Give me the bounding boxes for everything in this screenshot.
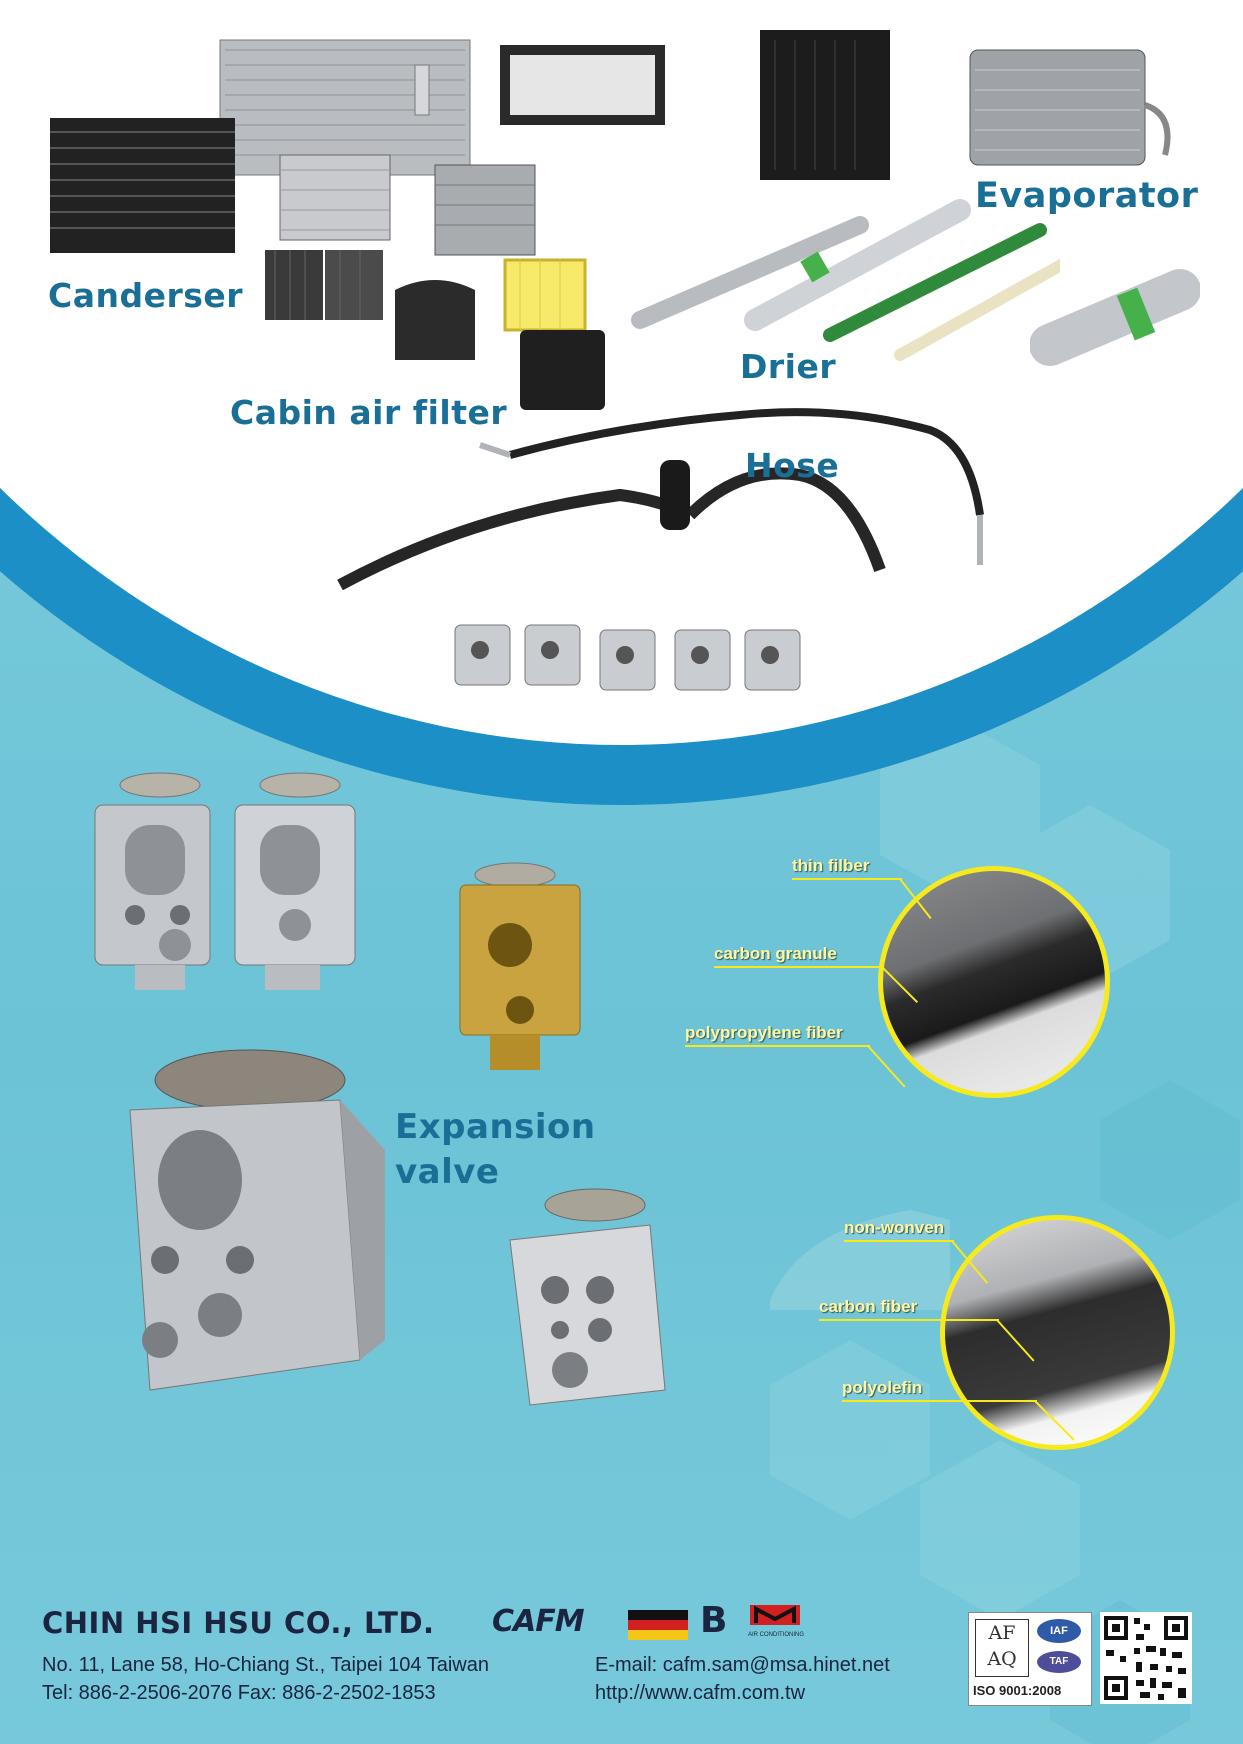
expansion-valve-large-image (129, 1049, 385, 1391)
german-flag-stripe-icon (628, 1610, 688, 1640)
company-email[interactable]: E-mail: cafm.sam@msa.hinet.net (595, 1654, 890, 1677)
evaporator-core-medium-image (434, 164, 536, 256)
label-thin-fiber: thin filber (792, 856, 870, 875)
cabin-filter-black-image (520, 330, 605, 410)
company-address: No. 11, Lane 58, Ho-Chiang St., Taipei 1… (42, 1654, 489, 1676)
pointer-line-non-woven (844, 1240, 954, 1242)
pointer-line-carbon-fiber (819, 1319, 999, 1321)
afaq-logo: AF AQ (975, 1619, 1029, 1677)
label-polypropylene: polypropylene fiber (685, 1023, 843, 1042)
label-condenser: Canderser (48, 276, 244, 315)
cabin-filter-long-image (500, 45, 665, 125)
expansion-valve-gold-image (459, 862, 581, 1070)
expansion-valve-pair-image (94, 772, 356, 990)
certification-box: AF AQ IAF TAF ISO 9001:2008 (968, 1612, 1092, 1706)
brand-b-logo: B (700, 1600, 728, 1641)
expansion-valve-medium-image (509, 1188, 666, 1406)
iaf-logo: IAF (1037, 1619, 1081, 1643)
label-drier: Drier (740, 347, 837, 386)
label-cabin-filter: Cabin air filter (230, 393, 508, 432)
expansion-valve-row-image (454, 624, 801, 691)
m-logo-subtext: AIR CONDITIONING (748, 1632, 805, 1638)
cabin-filter-yellow-image (503, 258, 587, 332)
condenser-black-image (50, 118, 235, 253)
label-hose: Hose (745, 446, 840, 485)
label-carbon-granule: carbon granule (714, 944, 837, 963)
label-carbon-fiber: carbon fiber (819, 1297, 918, 1316)
label-non-woven: non-wonven (844, 1218, 945, 1237)
taf-logo: TAF (1037, 1651, 1081, 1673)
drier-images (631, 199, 1060, 361)
email-text: E-mail: cafm.sam@msa.hinet.net (595, 1654, 890, 1676)
pointer-line-polypropylene (685, 1045, 870, 1047)
pointer-line-thin-fiber (792, 878, 902, 880)
evaporator-core-small-image (279, 154, 391, 241)
condenser-large-image (219, 39, 471, 176)
cabin-filter-shaped-image (395, 280, 475, 360)
cabin-filter-carbon-image (265, 250, 383, 320)
cabin-filter-tall-image (760, 30, 890, 180)
evaporator-image (969, 49, 1171, 166)
drier-canister-image (1030, 269, 1200, 366)
hose-image (337, 408, 984, 591)
filter-media-circle-top (878, 866, 1110, 1098)
label-evaporator: Evaporator (975, 176, 1199, 216)
label-expansion-line1: Expansion (395, 1107, 596, 1147)
company-name: CHIN HSI HSU CO., LTD. (42, 1606, 435, 1640)
m-logo-icon (750, 1605, 800, 1625)
label-polyolefin: polyolefin (842, 1378, 923, 1397)
company-website-link[interactable]: http://www.cafm.com.tw (595, 1682, 806, 1704)
iso-label: ISO 9001:2008 (973, 1683, 1062, 1698)
qr-code-icon[interactable] (1100, 1612, 1192, 1704)
pointer-line-carbon-granule (714, 966, 884, 968)
label-expansion-line2: valve (395, 1152, 500, 1192)
company-tel-fax: Tel: 886-2-2506-2076 Fax: 886-2-2502-185… (42, 1682, 436, 1704)
cafm-logo: CAFM (492, 1604, 585, 1639)
car-window-faded-image (770, 1210, 950, 1310)
filter-media-circle-bottom (940, 1215, 1175, 1450)
pointer-line-polyolefin (842, 1400, 1037, 1402)
